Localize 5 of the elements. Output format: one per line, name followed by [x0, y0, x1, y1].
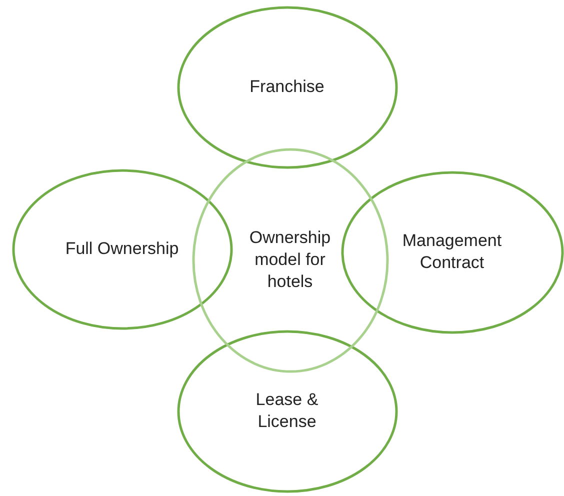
node-label: Franchise [248, 76, 326, 98]
node-label: Full Ownership [64, 238, 180, 260]
node-label: Lease & License [254, 389, 320, 433]
node-label: Management Contract [401, 230, 503, 274]
node-label: Ownership model for hotels [248, 227, 332, 293]
